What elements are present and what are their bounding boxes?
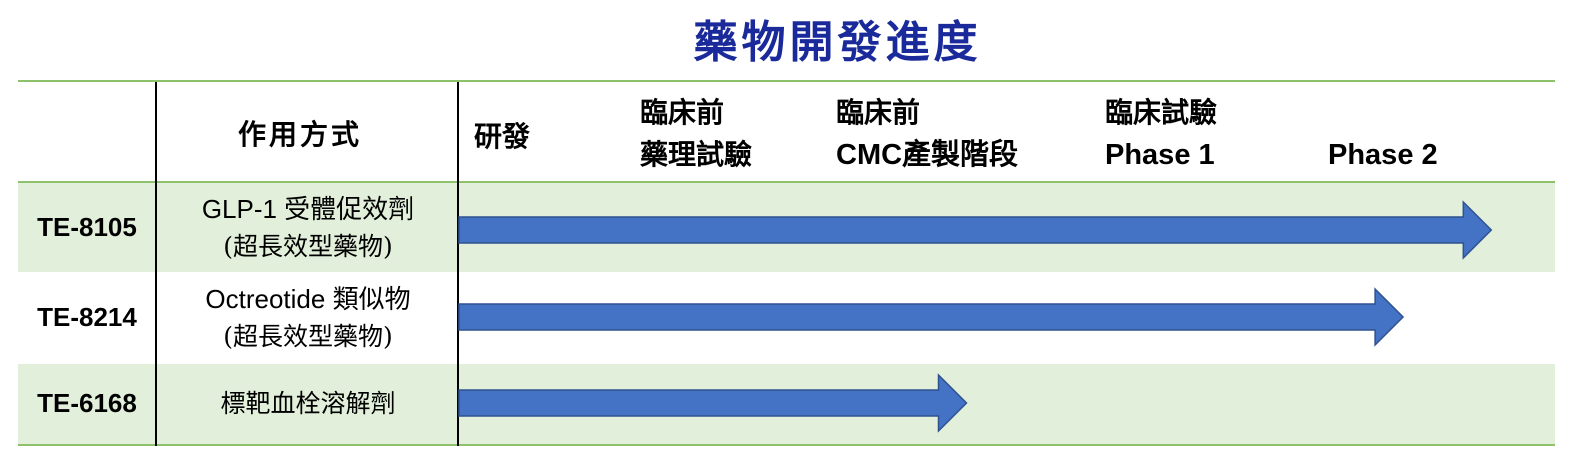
mechanism-line1: GLP-1 受體促效劑	[201, 194, 415, 224]
stage-label-line1: 臨床前	[836, 96, 921, 129]
page-title: 藥物開發進度	[693, 17, 982, 68]
header-mechanism: 作用方式	[238, 118, 363, 151]
mechanism-line2: (超長效型藥物)	[223, 232, 393, 261]
header-stage-preclinical-pharm: 臨床前 藥理試驗	[640, 92, 752, 176]
drug-name: TE-8214	[37, 302, 137, 332]
progress-arrow-te-8214	[458, 287, 1405, 347]
rule-bottom	[18, 444, 1555, 446]
divider-mechanism	[457, 82, 459, 446]
header-stage-phase2: Phase 2	[1328, 134, 1438, 176]
stage-label-line2: Phase 2	[1328, 139, 1438, 171]
stage-label: 研發	[474, 120, 531, 153]
progress-table: 作用方式 研發 臨床前 藥理試驗 臨床前 CMC產製階段 臨床試驗 Phase …	[18, 80, 1555, 446]
drug-name: TE-8105	[37, 212, 137, 242]
progress-arrows	[458, 200, 1493, 433]
drug-mechanism: GLP-1 受體促效劑 (超長效型藥物)	[158, 190, 458, 266]
mechanism-line1: Octreotide 類似物	[205, 284, 411, 314]
stage-label-line1: 臨床前	[640, 96, 725, 129]
progress-arrow-te-8105	[458, 200, 1493, 260]
rule-top	[18, 80, 1555, 82]
drug-name: TE-6168	[37, 388, 137, 418]
drug-mechanism: 標靶血栓溶解劑	[158, 385, 458, 423]
stage-label-line1: 臨床試驗	[1105, 96, 1218, 129]
rule-header	[18, 181, 1555, 183]
stage-label-line2: CMC產製階段	[836, 139, 1019, 171]
stage-label-line2: Phase 1	[1105, 139, 1215, 171]
header-stage-preclinical-cmc: 臨床前 CMC產製階段	[836, 92, 1018, 176]
header-stage-research: 研發	[474, 116, 530, 158]
mechanism-line1: 標靶血栓溶解劑	[220, 389, 396, 418]
header-stage-phase1: 臨床試驗 Phase 1	[1105, 92, 1217, 176]
divider-name	[155, 82, 157, 446]
progress-arrow-te-6168	[458, 373, 968, 433]
mechanism-line2: (超長效型藥物)	[223, 322, 393, 351]
drug-mechanism: Octreotide 類似物 (超長效型藥物)	[158, 280, 458, 356]
stage-label-line2: 藥理試驗	[640, 138, 753, 171]
